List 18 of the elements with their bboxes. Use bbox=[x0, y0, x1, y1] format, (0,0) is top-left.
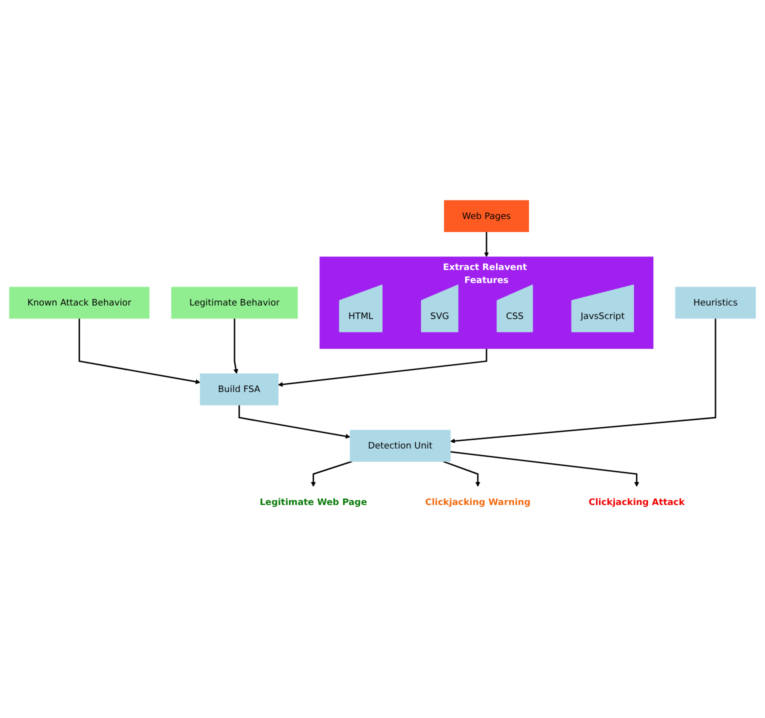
arrow bbox=[450, 450, 640, 487]
arrow bbox=[278, 348, 488, 387]
node-box: Web Pages bbox=[444, 200, 529, 232]
arrow bbox=[233, 318, 238, 374]
node-text: Clickjacking Warning bbox=[425, 496, 531, 508]
arrow bbox=[450, 318, 716, 444]
node-text: Clickjacking Attack bbox=[588, 496, 685, 508]
arrow bbox=[443, 460, 480, 487]
node-box: Heuristics bbox=[675, 286, 756, 318]
node-text: Legitimate Web Page bbox=[260, 496, 368, 508]
node-box: Known Attack Behavior bbox=[9, 286, 150, 318]
node-box: Build FSA bbox=[200, 373, 278, 406]
node-box: Detection Unit bbox=[350, 430, 451, 462]
node-box: Legitimate Behavior bbox=[171, 286, 298, 318]
arrow bbox=[78, 318, 200, 384]
arrow bbox=[238, 404, 350, 438]
arrow bbox=[484, 232, 489, 257]
arrow bbox=[310, 460, 352, 487]
